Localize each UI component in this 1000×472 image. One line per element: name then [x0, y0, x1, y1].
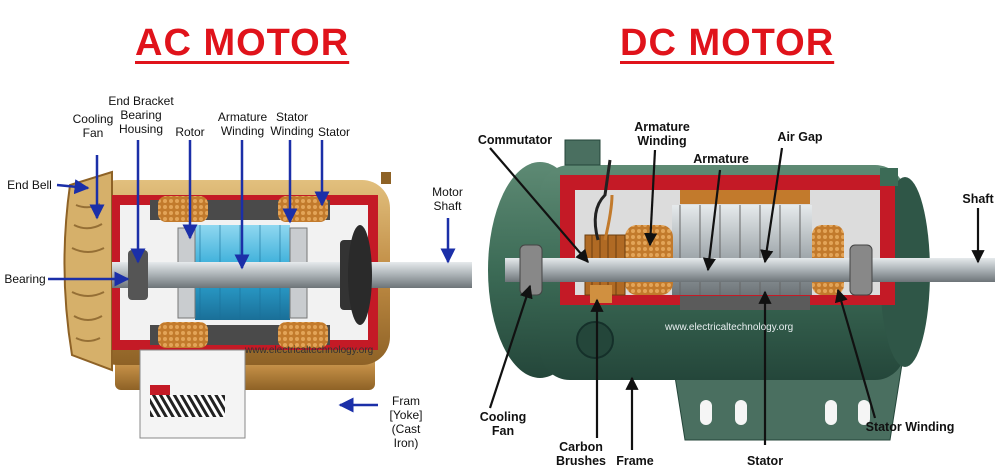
dc-label-cooling-fan: Cooling Fan [479, 410, 527, 438]
dc-pointer-arrows [488, 147, 985, 450]
dc-label-air-gap: Air Gap [777, 130, 823, 144]
dc-motor-illustration [488, 139, 995, 441]
dc-label-commutator: Commutator [477, 133, 553, 147]
dc-label-shaft: Shaft [962, 192, 994, 206]
ac-label-end-bracket-bearing-housing: End Bracket Bearing Housing [108, 94, 174, 136]
ac-label-motor-shaft: Motor Shaft [432, 185, 463, 213]
dc-label-frame: Frame [616, 454, 654, 468]
ac-label-armature-winding: Armature Winding [217, 110, 268, 138]
ac-label-stator-winding: Stator Winding [270, 110, 314, 138]
dc-motor-title: DC MOTOR [620, 22, 835, 64]
dc-label-stator: Stator [746, 454, 784, 468]
dc-label-stator-winding: Stator Winding [865, 420, 955, 434]
ac-label-rotor: Rotor [175, 125, 205, 139]
ac-label-end-bell: End Bell [7, 178, 52, 192]
ac-label-bearing: Bearing [4, 272, 46, 286]
ac-motor-title: AC MOTOR [135, 22, 350, 64]
ac-label-stator: Stator [317, 125, 350, 139]
dc-watermark: www.electricaltechnology.org [665, 322, 794, 333]
ac-watermark: www.electricaltechnology.org [245, 345, 374, 356]
dc-label-carbon-brushes: Carbon Brushes [555, 440, 607, 468]
dc-label-armature-winding: Armature Winding [634, 120, 690, 148]
ac-motor-illustration [63, 170, 472, 439]
ac-label-cooling-fan: Cooling Fan [72, 112, 114, 140]
ac-label-frame-yoke: Fram [Yoke] (Cast Iron) [389, 394, 423, 450]
ac-pointer-arrows [48, 140, 456, 413]
dc-label-armature: Armature [693, 152, 749, 166]
